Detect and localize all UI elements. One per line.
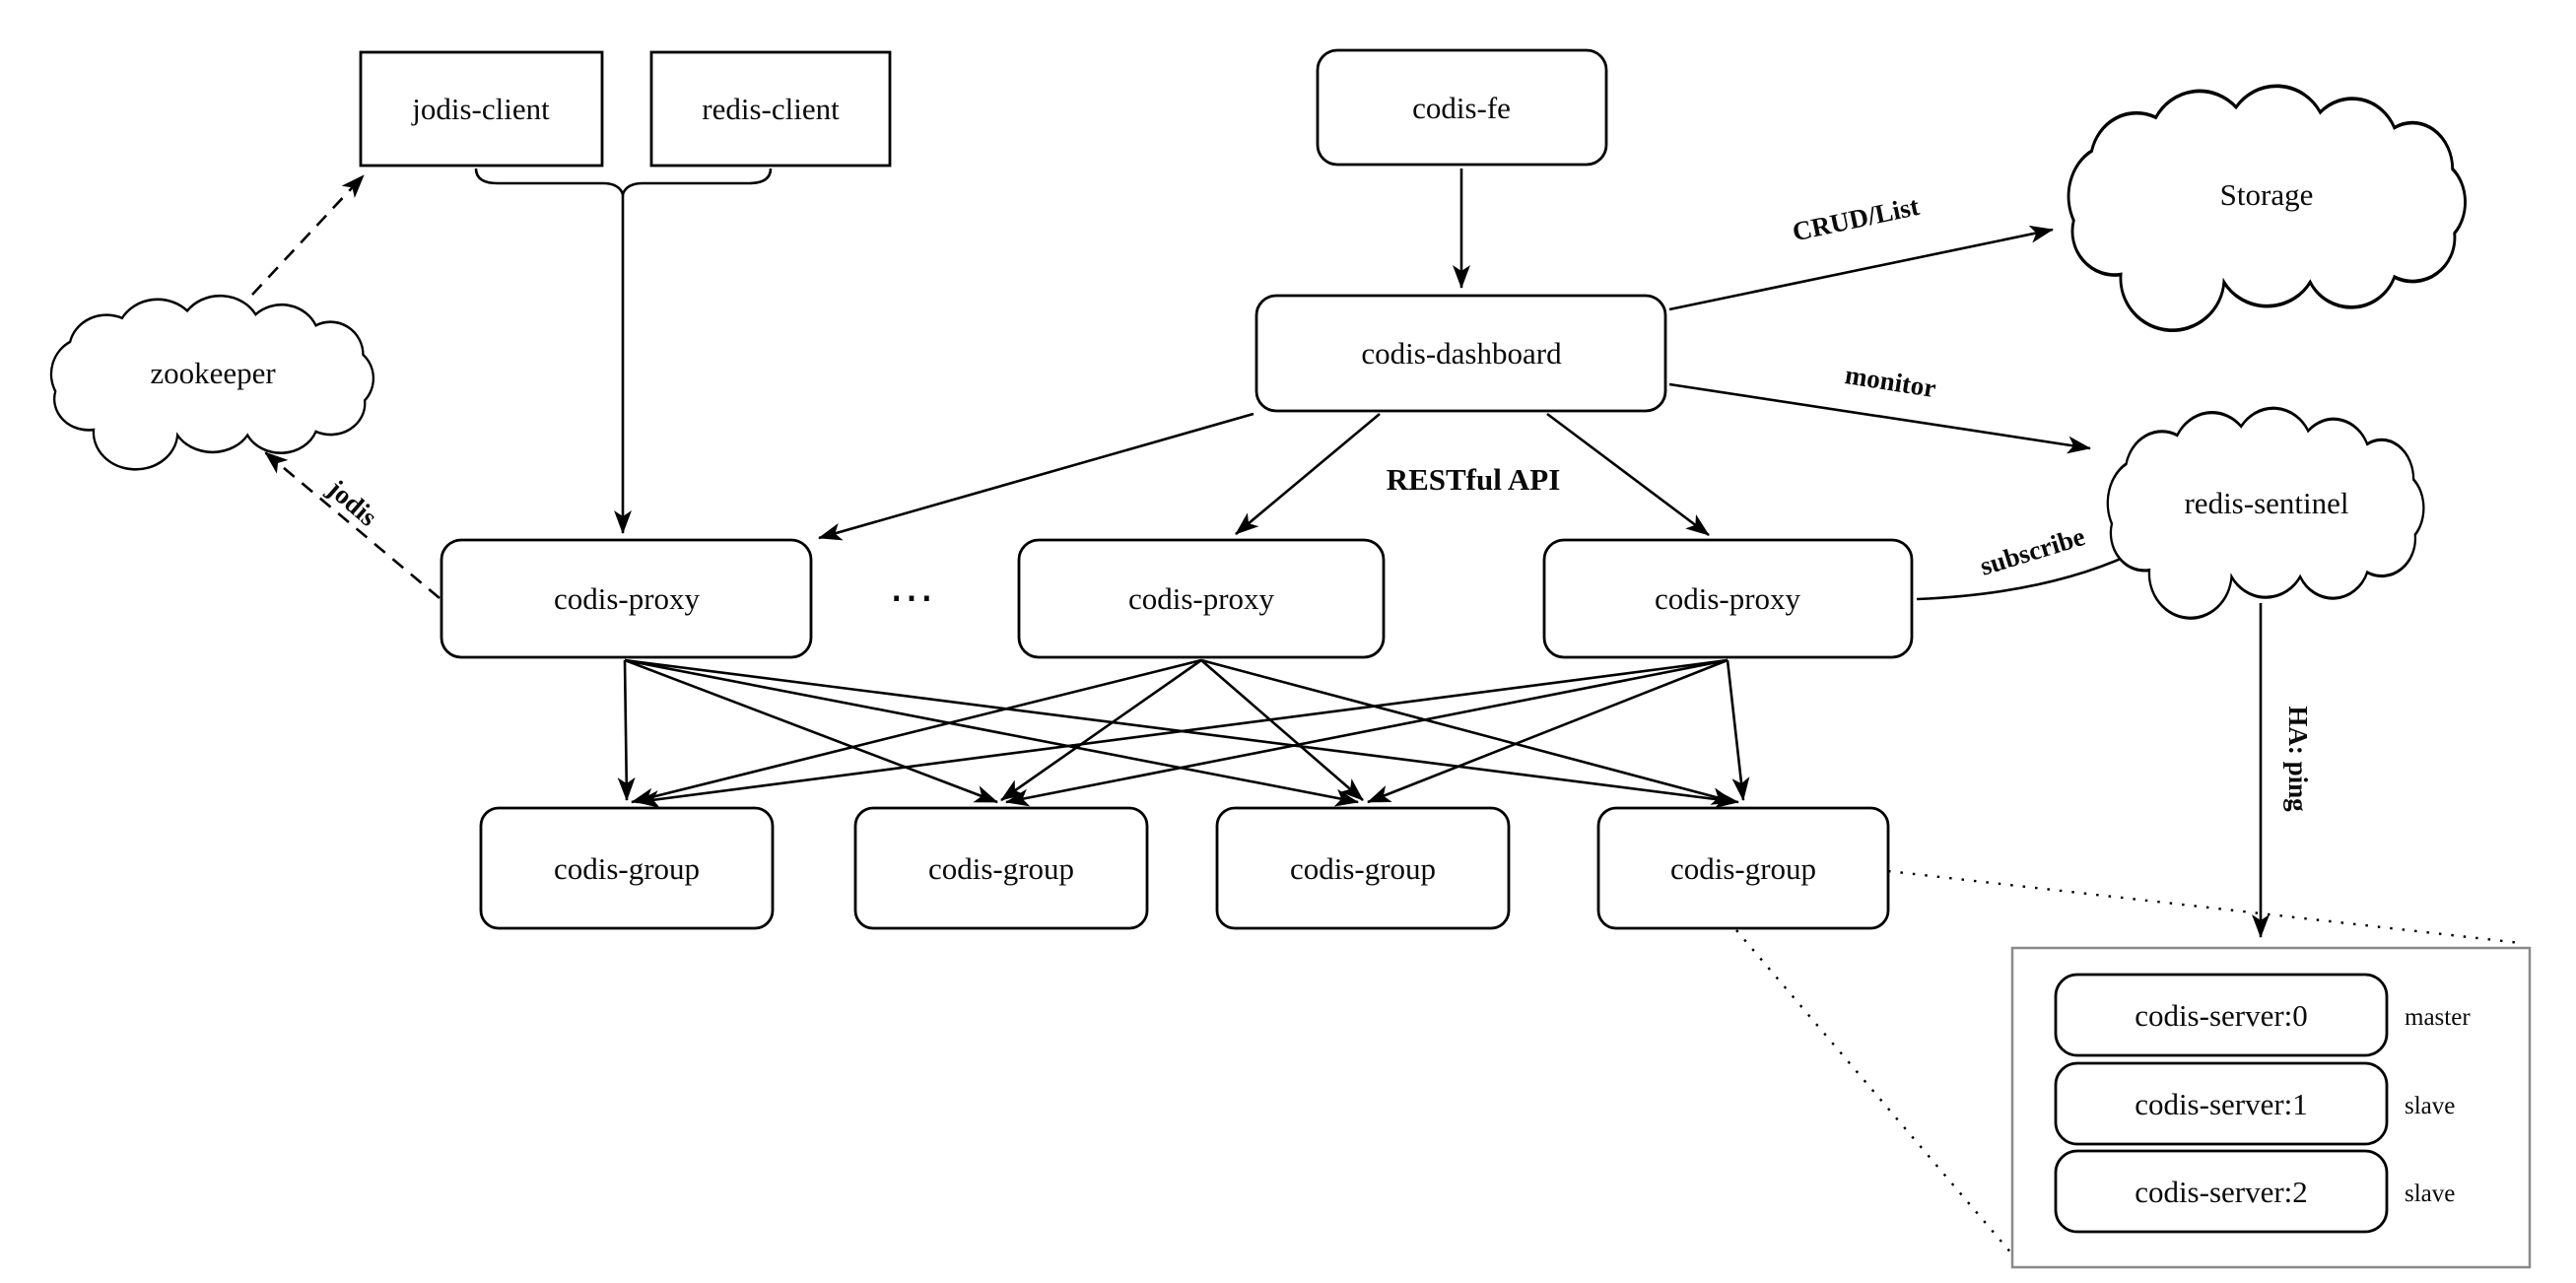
edge-proxy2-group4 <box>1200 658 1735 805</box>
codis-fe-label: codis-fe <box>1412 91 1511 125</box>
node-codis-server-0: codis-server:0 master <box>2054 973 2471 1057</box>
edge-group4-container-bottom <box>1735 929 2019 1262</box>
node-codis-proxy-3: codis-proxy <box>1542 538 1914 659</box>
edge-proxy2-group1 <box>631 658 1202 806</box>
codis-server-2-label: codis-server:2 <box>2135 1175 2308 1209</box>
codis-server-1-role: slave <box>2405 1093 2455 1119</box>
codis-group-3-label: codis-group <box>1290 851 1436 886</box>
node-codis-proxy-1: codis-proxy <box>440 538 813 659</box>
node-codis-group-2: codis-group <box>853 806 1149 930</box>
edge-proxy3-group1 <box>636 658 1729 808</box>
edge-label-subscribe: subscribe <box>1977 521 2089 581</box>
zookeeper-label: zookeeper <box>150 356 276 390</box>
codis-proxy-1-label: codis-proxy <box>554 581 701 616</box>
edge-zookeeper-jodisclient <box>251 174 365 296</box>
codis-group-4-label: codis-group <box>1670 851 1816 886</box>
codis-proxy-2-label: codis-proxy <box>1128 581 1275 616</box>
edge-dashboard-proxy2 <box>1235 413 1381 535</box>
cloud-zookeeper: zookeeper <box>49 294 375 471</box>
edge-proxy1-group2 <box>624 658 998 804</box>
nodes: jodis-client redis-client codis-fe codis… <box>49 48 2532 1269</box>
codis-group-2-label: codis-group <box>928 851 1074 886</box>
codis-server-1-label: codis-server:1 <box>2135 1087 2308 1121</box>
edge-label-monitor: monitor <box>1843 360 1938 403</box>
jodis-client-label: jodis-client <box>411 92 550 126</box>
node-jodis-client: jodis-client <box>359 50 604 168</box>
edge-dashboard-sentinel <box>1668 382 2091 454</box>
codis-server-2-role: slave <box>2405 1181 2455 1207</box>
node-codis-dashboard: codis-dashboard <box>1254 294 1667 413</box>
edge-proxy1-group1 <box>617 659 636 801</box>
edges <box>251 168 2522 1262</box>
edge-dashboard-proxy3 <box>1546 412 1710 537</box>
node-codis-server-1: codis-server:1 slave <box>2054 1061 2455 1146</box>
edge-dashboard-proxy1 <box>818 412 1254 541</box>
edge-group4-container-top <box>1887 869 2522 945</box>
edge-labels: CRUD/List monitor RESTful API subscribe … <box>321 191 2313 812</box>
edge-proxy1-zookeeper-jodis <box>264 451 441 599</box>
edge-proxy2-group2 <box>1000 658 1202 802</box>
node-codis-server-2: codis-server:2 slave <box>2054 1149 2455 1234</box>
edge-proxy3-group3 <box>1367 658 1729 804</box>
edge-proxy3-group2 <box>1005 658 1729 807</box>
edge-label-restful-api: RESTful API <box>1387 462 1561 497</box>
redis-sentinel-label: redis-sentinel <box>2184 486 2348 520</box>
cloud-redis-sentinel: redis-sentinel <box>2106 406 2425 620</box>
edge-label-ha-ping: HA: ping <box>2283 706 2313 812</box>
cloud-storage: Storage <box>2067 84 2468 333</box>
codis-dashboard-label: codis-dashboard <box>1361 336 1562 371</box>
node-codis-group-3: codis-group <box>1215 806 1511 930</box>
node-codis-group-1: codis-group <box>479 806 775 930</box>
codis-group-1-label: codis-group <box>554 851 700 886</box>
codis-proxy-3-label: codis-proxy <box>1655 581 1801 616</box>
storage-label: Storage <box>2220 177 2314 212</box>
node-redis-client: redis-client <box>649 50 892 168</box>
node-codis-proxy-2: codis-proxy <box>1017 538 1386 659</box>
edge-label-crud-list: CRUD/List <box>1790 191 1922 246</box>
proxy-ellipsis: ⋯ <box>889 573 938 623</box>
servers-container: codis-server:0 master codis-server:1 sla… <box>2010 946 2532 1269</box>
redis-client-label: redis-client <box>702 92 840 126</box>
codis-server-0-label: codis-server:0 <box>2135 998 2308 1033</box>
edge-proxy2-group3 <box>1200 659 1364 801</box>
edge-label-jodis: jodis <box>321 473 382 532</box>
edge-proxy1-group3 <box>624 658 1359 807</box>
clients-brace <box>474 168 773 198</box>
node-codis-fe: codis-fe <box>1316 48 1608 167</box>
codis-server-0-role: master <box>2405 1004 2471 1031</box>
node-codis-group-4: codis-group <box>1596 806 1890 930</box>
edge-dashboard-storage <box>1668 225 2054 311</box>
edge-proxy3-group4 <box>1726 659 1750 801</box>
